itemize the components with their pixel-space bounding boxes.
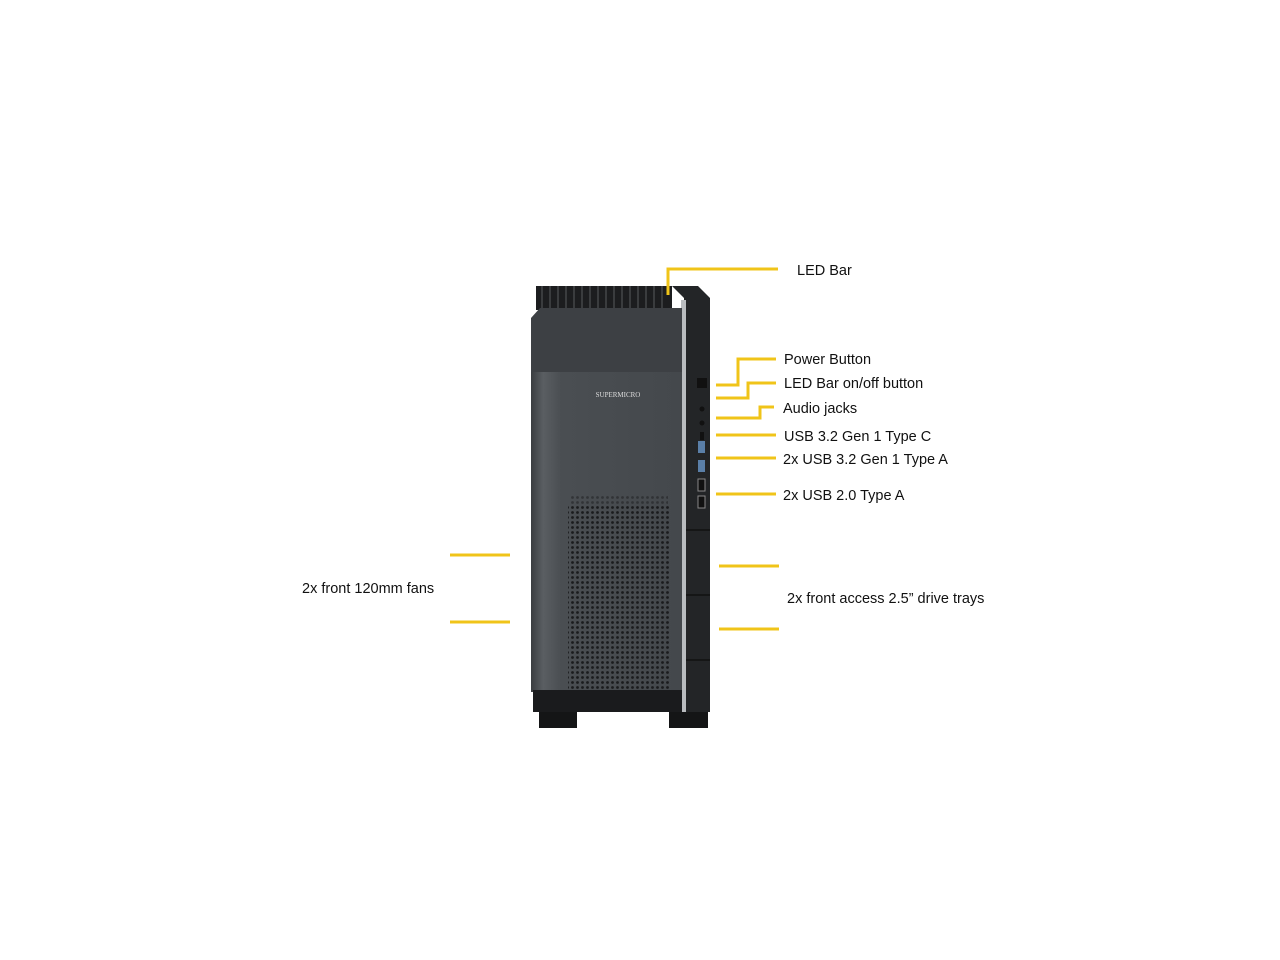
upper-body xyxy=(531,308,682,372)
server-tower: SUPERMICRO xyxy=(531,286,710,728)
label-led-bar-button: LED Bar on/off button xyxy=(784,376,923,392)
label-usb3-a: 2x USB 3.2 Gen 1 Type A xyxy=(783,452,948,468)
top-vent xyxy=(536,286,672,310)
label-led-bar: LED Bar xyxy=(797,263,852,279)
audio-leader xyxy=(716,405,774,420)
label-power-button: Power Button xyxy=(784,352,871,368)
label-drive-trays: 2x front access 2.5” drive trays xyxy=(787,591,984,607)
right-foot xyxy=(669,712,708,728)
side-front-panel xyxy=(672,286,710,712)
brand-logo: SUPERMICRO xyxy=(596,391,641,399)
left-foot xyxy=(539,712,577,728)
bottom-vent xyxy=(533,690,682,712)
led-button-leader xyxy=(716,381,776,400)
led-bar-leader xyxy=(666,267,778,295)
label-usb2-a: 2x USB 2.0 Type A xyxy=(783,488,905,504)
label-front-fans: 2x front 120mm fans xyxy=(302,581,434,597)
label-usb-c: USB 3.2 Gen 1 Type C xyxy=(784,429,931,445)
power-button-leader xyxy=(716,357,776,387)
label-audio-jacks: Audio jacks xyxy=(783,401,857,417)
drive-trays xyxy=(686,529,710,661)
led-bar-strip xyxy=(681,300,686,712)
front-fan-grille xyxy=(568,505,670,690)
front-io-ports xyxy=(697,378,707,509)
